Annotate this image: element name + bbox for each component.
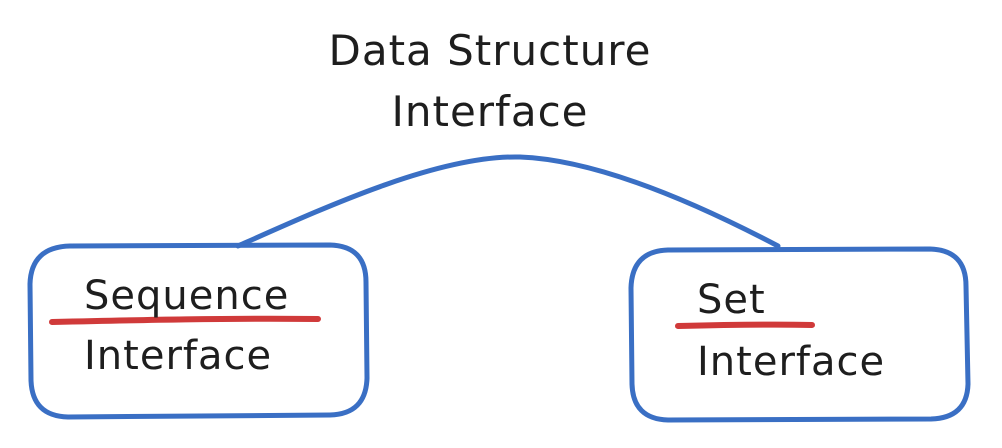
set-underline bbox=[675, 321, 815, 329]
connector-arc bbox=[235, 154, 781, 249]
set-label: Set bbox=[697, 277, 766, 323]
sequence-interface-box bbox=[27, 242, 370, 420]
set-interface-box bbox=[628, 246, 971, 423]
set-sublabel: Interface bbox=[697, 339, 886, 385]
sequence-underline bbox=[49, 315, 321, 325]
root-title-line-2: Interface bbox=[391, 87, 589, 136]
sequence-sublabel: Interface bbox=[84, 333, 273, 379]
root-title-line-1: Data Structure bbox=[328, 26, 652, 75]
sequence-label: Sequence bbox=[84, 273, 290, 319]
